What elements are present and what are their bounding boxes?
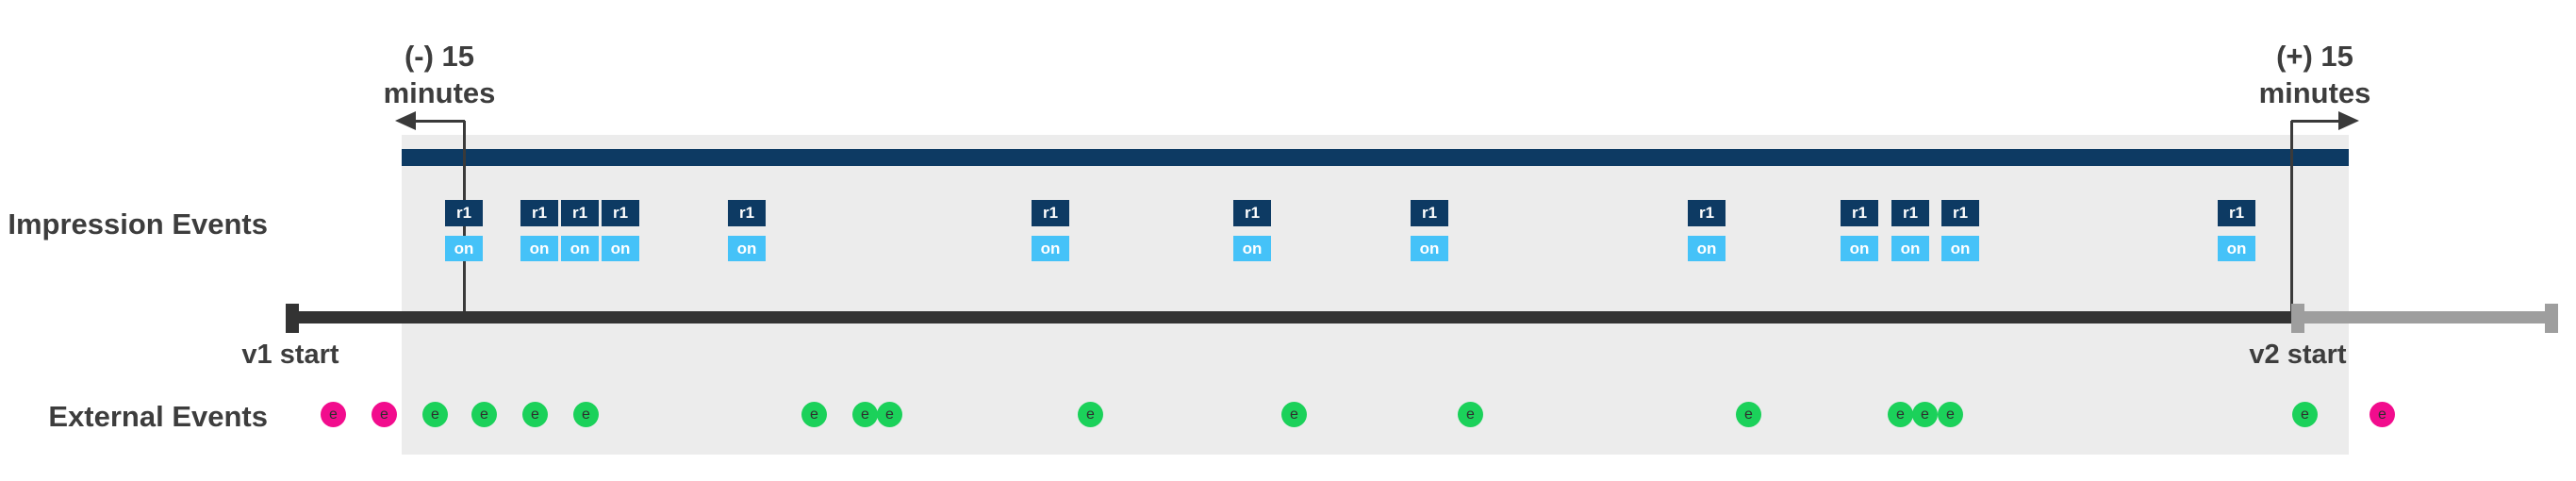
external-event-dot-green: e [1912,402,1938,427]
impression-on-tag: on [561,236,599,261]
external-event-dot-green: e [573,402,599,427]
external-event-dot-green: e [2292,402,2318,427]
impression-r1-tag: r1 [1941,200,1979,226]
external-event-dot-pink: e [321,402,346,427]
plus-15-line2: minutes [2258,76,2371,109]
external-event-dot-green: e [471,402,497,427]
plus-15-line1: (+) 15 [2276,40,2353,73]
impression-r1-tag: r1 [1411,200,1448,226]
impression-r1-tag: r1 [1891,200,1929,226]
minus-15-line1: (-) 15 [404,40,475,73]
external-event-dot-green: e [1888,402,1913,427]
impression-on-tag: on [2218,236,2255,261]
plus-15-minutes-label: (+) 15 minutes [2211,38,2419,111]
external-event-dot-green: e [877,402,902,427]
plus-offset-marker-line [2290,121,2293,311]
impression-event-block: r1 on [1411,200,1448,261]
impression-event-block: r1 on [520,200,558,261]
impression-on-tag: on [1841,236,1878,261]
external-event-dot-green: e [1938,402,1963,427]
impression-event-block: r1 on [1688,200,1726,261]
v1-start-label: v1 start [241,340,339,370]
minus-15-line2: minutes [383,76,496,109]
impression-on-tag: on [1688,236,1726,261]
impression-r1-tag: r1 [602,200,639,226]
impression-on-tag: on [602,236,639,261]
timeline-v2-segment [2298,311,2551,323]
impression-event-block: r1 on [602,200,639,261]
minus-offset-arrow-shaft [409,120,465,123]
campaign-duration-bar [402,149,2349,166]
impression-event-block: r1 on [1032,200,1069,261]
external-event-dot-green: e [1078,402,1103,427]
impression-event-block: r1 on [1941,200,1979,261]
impression-r1-tag: r1 [1688,200,1726,226]
impression-event-block: r1 on [1233,200,1271,261]
plus-offset-arrowhead-icon [2338,111,2359,130]
external-event-dot-green: e [801,402,827,427]
impression-r1-tag: r1 [728,200,766,226]
impression-on-tag: on [1233,236,1271,261]
v1-start-tick [286,304,299,333]
external-event-dot-pink: e [2370,402,2395,427]
impression-on-tag: on [728,236,766,261]
external-event-dot-pink: e [372,402,397,427]
impression-r1-tag: r1 [1233,200,1271,226]
impression-event-block: r1 on [2218,200,2255,261]
v2-start-label: v2 start [2249,340,2347,370]
experiment-window-band [402,135,2349,455]
impression-on-tag: on [520,236,558,261]
impression-events-row-label: Impression Events [8,207,268,240]
timeline-end-tick [2545,304,2558,333]
impression-event-block: r1 on [445,200,483,261]
impression-on-tag: on [1891,236,1929,261]
impression-event-block: r1 on [561,200,599,261]
external-event-dot-green: e [852,402,878,427]
impression-r1-tag: r1 [520,200,558,226]
impression-r1-tag: r1 [445,200,483,226]
minus-offset-arrowhead-icon [395,111,416,130]
external-event-dot-green: e [522,402,548,427]
impression-r1-tag: r1 [1032,200,1069,226]
impression-r1-tag: r1 [2218,200,2255,226]
impression-on-tag: on [1032,236,1069,261]
impression-event-block: r1 on [1841,200,1878,261]
impression-r1-tag: r1 [561,200,599,226]
timeline-v1-segment [286,311,2298,323]
impression-event-block: r1 on [728,200,766,261]
external-event-dot-green: e [1736,402,1761,427]
impression-on-tag: on [445,236,483,261]
impression-on-tag: on [1411,236,1448,261]
external-event-dot-green: e [422,402,448,427]
minus-15-minutes-label: (-) 15 minutes [336,38,543,111]
impression-r1-tag: r1 [1841,200,1878,226]
impression-on-tag: on [1941,236,1979,261]
plus-offset-arrow-shaft [2291,120,2340,123]
external-event-dot-green: e [1281,402,1307,427]
impression-event-block: r1 on [1891,200,1929,261]
external-event-dot-green: e [1458,402,1483,427]
v2-start-tick [2291,304,2304,333]
external-events-row-label: External Events [48,400,268,433]
